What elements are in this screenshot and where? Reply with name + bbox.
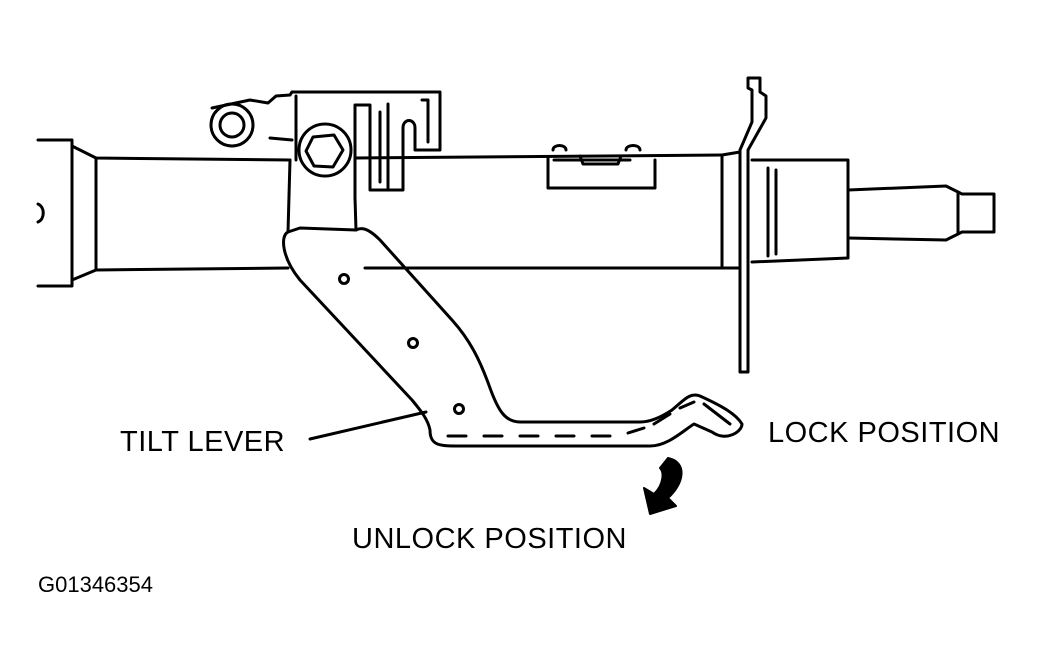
tilt-lever — [282, 158, 744, 448]
pivot-ring — [209, 102, 255, 148]
lock-position-label: LOCK POSITION — [768, 417, 1001, 449]
column-left-end — [36, 138, 74, 288]
tilt-lever-label: TILT LEVER — [120, 426, 286, 458]
pivot-ring-inner — [218, 111, 246, 139]
figure-code: G01346354 — [38, 572, 153, 597]
nut-icon — [297, 122, 353, 178]
tilt-lever-leader — [308, 410, 428, 441]
column-tube — [70, 144, 724, 282]
unlock-position-label: UNLOCK POSITION — [352, 523, 627, 555]
tilt-bracket — [209, 90, 442, 200]
curved-arrow-down-left-icon — [643, 457, 683, 515]
column-clip — [546, 144, 657, 190]
steering-shaft — [750, 158, 996, 264]
mounting-plate — [720, 76, 768, 374]
